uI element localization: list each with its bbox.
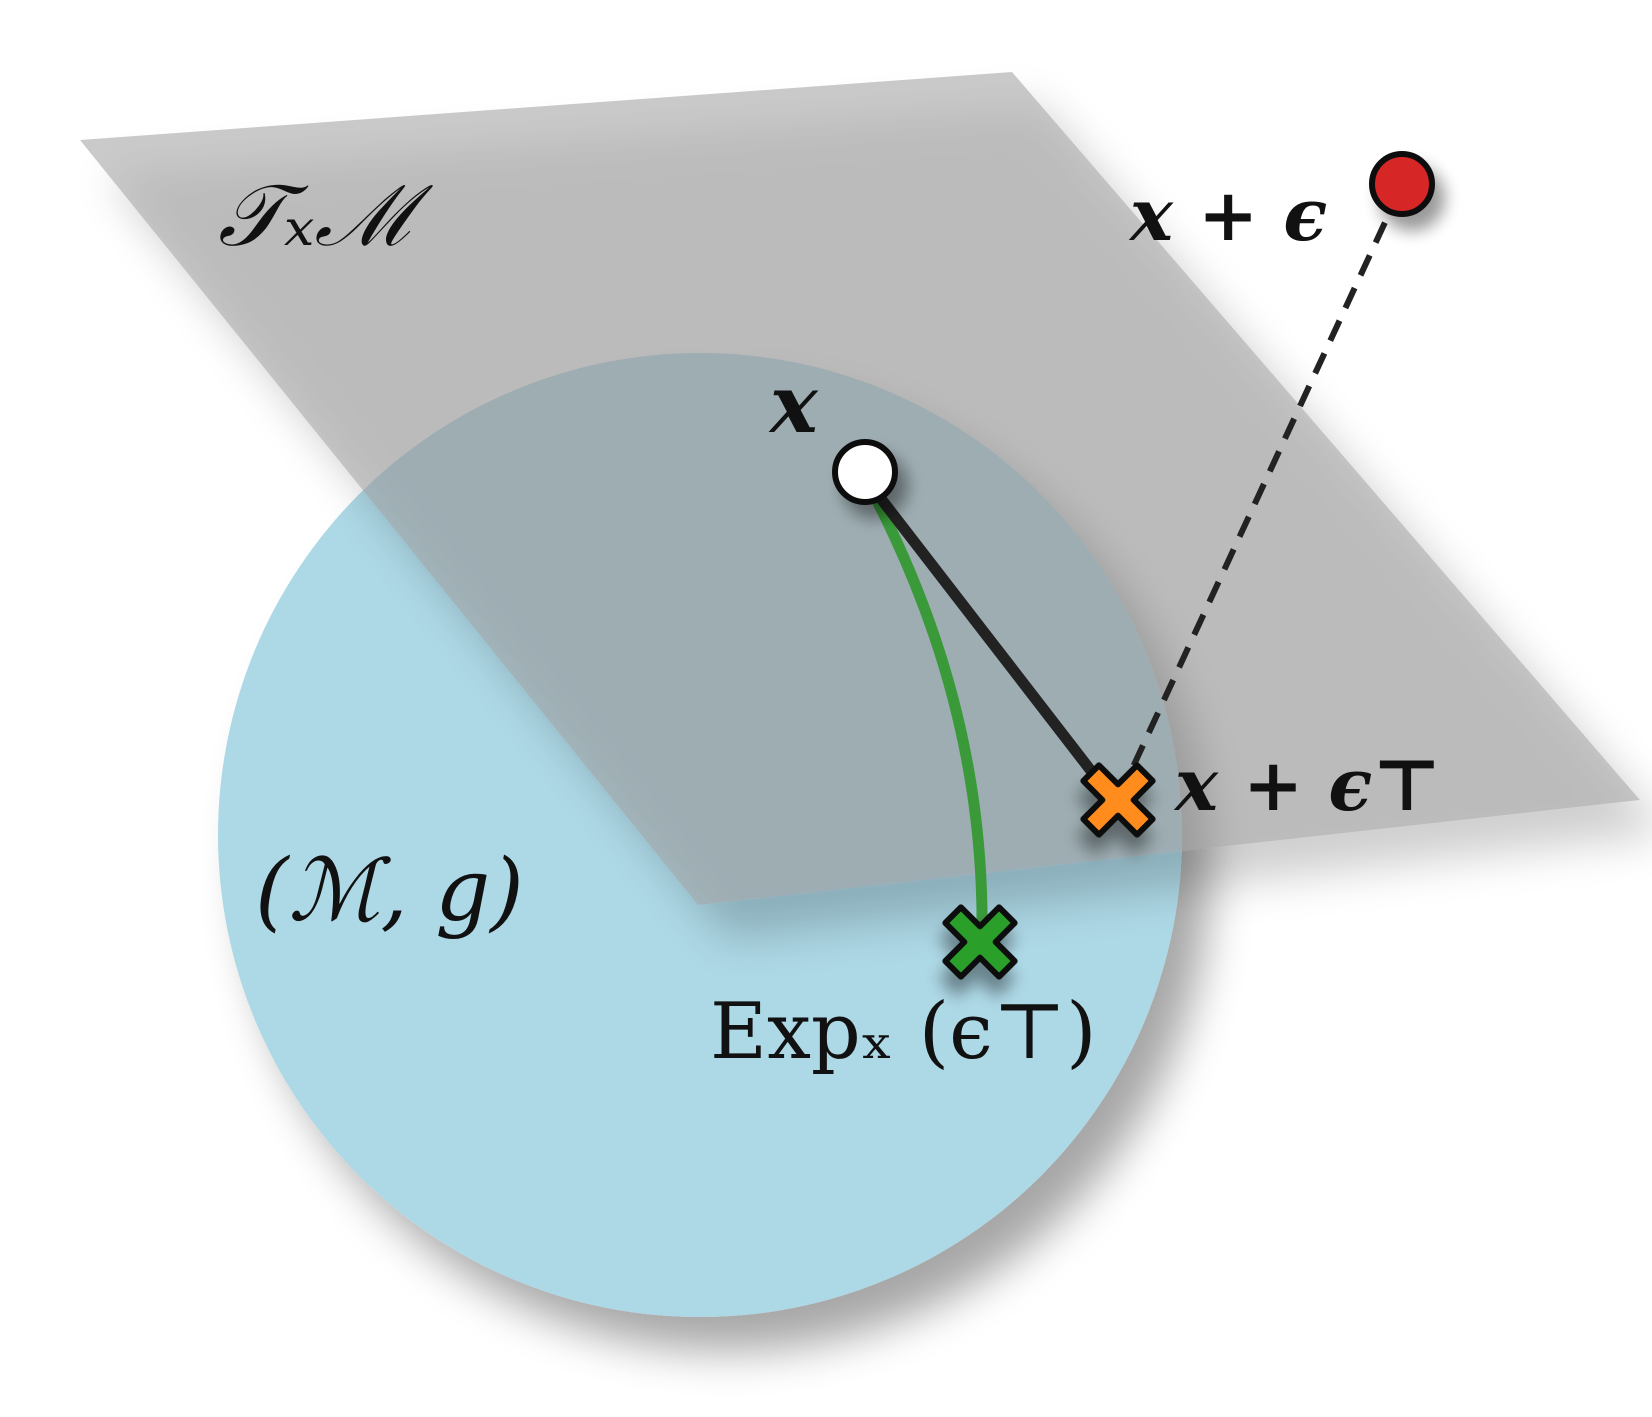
- tangent-segment: [859, 472, 1118, 804]
- perturbed-point-label: x + ϵ: [1128, 172, 1327, 257]
- exp-map-marker: [942, 904, 1018, 980]
- perturbed-point-marker: [1369, 151, 1435, 217]
- projection-dashed-line: [1117, 188, 1403, 797]
- exp-map-label: Expₓ (ϵ⊤): [710, 987, 1097, 1077]
- tangent-space-label: 𝒯ₓℳ: [218, 166, 433, 266]
- projected-point-label: x + ϵ⊤: [1173, 742, 1441, 827]
- point-x-marker: [832, 439, 898, 505]
- projected-point-marker: [1080, 762, 1156, 838]
- manifold-label: (ℳ, g): [255, 841, 524, 941]
- point-x-label: x: [768, 357, 819, 451]
- geodesic-curve: [859, 472, 988, 941]
